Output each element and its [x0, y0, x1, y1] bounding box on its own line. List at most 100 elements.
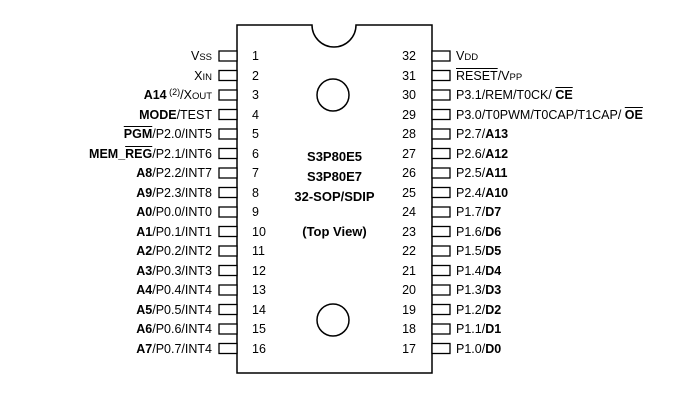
left-pin-label-part: REG [125, 146, 153, 161]
left-pin-label-part: (2) [166, 87, 181, 97]
right-pin-label-part: D1 [485, 322, 502, 336]
right-pin-28-label: P2.7/A13 [456, 127, 508, 141]
left-pin-label-part: /P2.1/INT6 [152, 146, 212, 161]
left-pin-number: 6 [252, 146, 259, 161]
right-pin-label-part: OE [624, 107, 643, 122]
right-pin-25-label: P2.4/A10 [456, 186, 508, 200]
left-pin-5-label: PGM/P2.0/INT5 [124, 127, 212, 141]
right-pin-23-label: P1.6/D6 [456, 225, 501, 239]
left-pin-16-box [218, 342, 238, 355]
right-pin-number: 29 [402, 107, 416, 122]
left-pin-label-part: A14 [143, 88, 167, 102]
left-pin-label-part: A4 [136, 283, 153, 297]
left-pin-1-label: VSS [191, 49, 212, 65]
right-pin-label-part: P2.4/ [456, 185, 486, 200]
left-pin-label-part: /P0.3/INT3 [152, 263, 212, 278]
left-pin-label-part: /P0.5/INT4 [152, 302, 212, 317]
right-pin-label-part: P1.3/ [456, 283, 486, 297]
right-pin-18-box [431, 323, 451, 335]
right-pin-label-part: P1.6/ [456, 224, 486, 239]
left-pin-12-label: A3/P0.3/INT3 [136, 264, 212, 278]
right-pin-label-part: /V [497, 68, 510, 83]
left-pin-label-part: PGM [123, 127, 153, 141]
pin1-marker-top [316, 78, 350, 112]
left-pin-6-box [218, 147, 238, 160]
right-pin-32-label: VDD [456, 49, 478, 65]
pin1-marker-bottom [316, 303, 350, 337]
left-pin-number: 8 [252, 185, 259, 200]
right-pin-label-part: P3.0/T0PWM/T0CAP/T1CAP/ [456, 107, 625, 122]
right-pin-label-part: D4 [485, 263, 502, 278]
right-pin-30-box [431, 89, 451, 101]
right-pin-number: 22 [402, 244, 416, 258]
right-pin-number: 23 [402, 224, 416, 239]
right-pin-19-box [431, 303, 451, 316]
left-pin-2-box [218, 69, 238, 82]
left-pin-14-box [218, 303, 238, 316]
left-pin-label-part: MEM_ [89, 146, 126, 161]
right-pin-29-label: P3.0/T0PWM/T0CAP/T1CAP/ OE [456, 108, 643, 122]
left-pin-number: 14 [252, 302, 266, 317]
right-pin-number: 20 [402, 283, 416, 297]
right-pin-number: 31 [402, 68, 416, 83]
right-pin-number: 26 [402, 166, 416, 180]
right-pin-label-part: P1.1/ [456, 322, 486, 336]
left-pin-label-part: A7 [136, 341, 153, 356]
right-pin-19-label: P1.2/D2 [456, 303, 501, 317]
left-pin-3-box [218, 89, 238, 101]
right-pin-number: 30 [402, 88, 416, 102]
left-pin-number: 11 [252, 244, 265, 258]
left-pin-6-label: MEM_REG/P2.1/INT6 [89, 147, 212, 161]
right-pin-label-part: D2 [485, 302, 502, 317]
left-pin-label-part: A6 [136, 322, 153, 336]
right-pin-27-label: P2.6/A12 [456, 147, 508, 161]
right-pin-22-box [431, 245, 451, 257]
right-pin-label-part: A13 [485, 127, 509, 141]
left-pin-7-label: A8/P2.2/INT7 [136, 166, 212, 180]
right-pin-label-part: P1.0/ [456, 341, 486, 356]
left-pin-number: 2 [252, 68, 259, 83]
right-pin-label-part: P3.1/REM/T0CK/ [456, 88, 556, 102]
left-pin-label-part: A8 [136, 166, 153, 180]
right-pin-label-part: DD [464, 52, 479, 63]
right-pin-number: 28 [402, 127, 416, 141]
left-pin-11-label: A2/P0.2/INT2 [136, 244, 212, 258]
right-pin-label-part: D7 [485, 205, 502, 219]
left-pin-number: 5 [252, 127, 259, 141]
left-pin-7-box [218, 167, 238, 179]
left-pin-number: 15 [252, 322, 266, 336]
right-pin-21-box [431, 264, 451, 277]
left-pin-label-part: /P0.0/INT0 [152, 205, 212, 219]
left-pin-number: 13 [252, 283, 266, 297]
right-pin-28-box [431, 128, 451, 140]
left-pin-number: 9 [252, 205, 259, 219]
right-pin-label-part: P1.2/ [456, 302, 486, 317]
right-pin-label-part: D0 [485, 341, 502, 356]
right-pin-26-box [431, 167, 451, 179]
package-label: 32-SOP/SDIP [294, 189, 375, 204]
left-pin-label-part: A0 [136, 205, 153, 219]
right-pin-label-part: D3 [485, 283, 502, 297]
left-pin-number: 4 [252, 107, 259, 122]
left-pin-label-part: OUT [191, 91, 212, 102]
right-pin-32-box [431, 50, 451, 62]
left-pin-number: 12 [252, 263, 266, 278]
left-pin-1-box [218, 50, 238, 62]
left-pin-3-label: A14 (2)/XOUT [143, 87, 212, 104]
right-pin-label-part: A10 [485, 185, 509, 200]
left-pin-9-label: A0/P0.0/INT0 [136, 205, 212, 219]
right-pin-label-part: P2.6/ [456, 146, 486, 161]
left-pin-label-part: IN [202, 71, 213, 83]
left-pin-label-part: /TEST [176, 107, 212, 122]
left-pin-11-box [218, 245, 238, 257]
right-pin-label-part: P1.4/ [456, 263, 486, 278]
right-pin-number: 32 [402, 49, 416, 63]
left-pin-4-box [218, 108, 238, 121]
right-pin-21-label: P1.4/D4 [456, 264, 501, 278]
right-pin-18-label: P1.1/D1 [456, 322, 501, 336]
right-pin-label-part: D5 [485, 244, 502, 258]
left-pin-label-part: /X [180, 88, 192, 102]
left-pin-8-box [218, 186, 238, 199]
left-pin-label-part: A1 [136, 224, 153, 239]
